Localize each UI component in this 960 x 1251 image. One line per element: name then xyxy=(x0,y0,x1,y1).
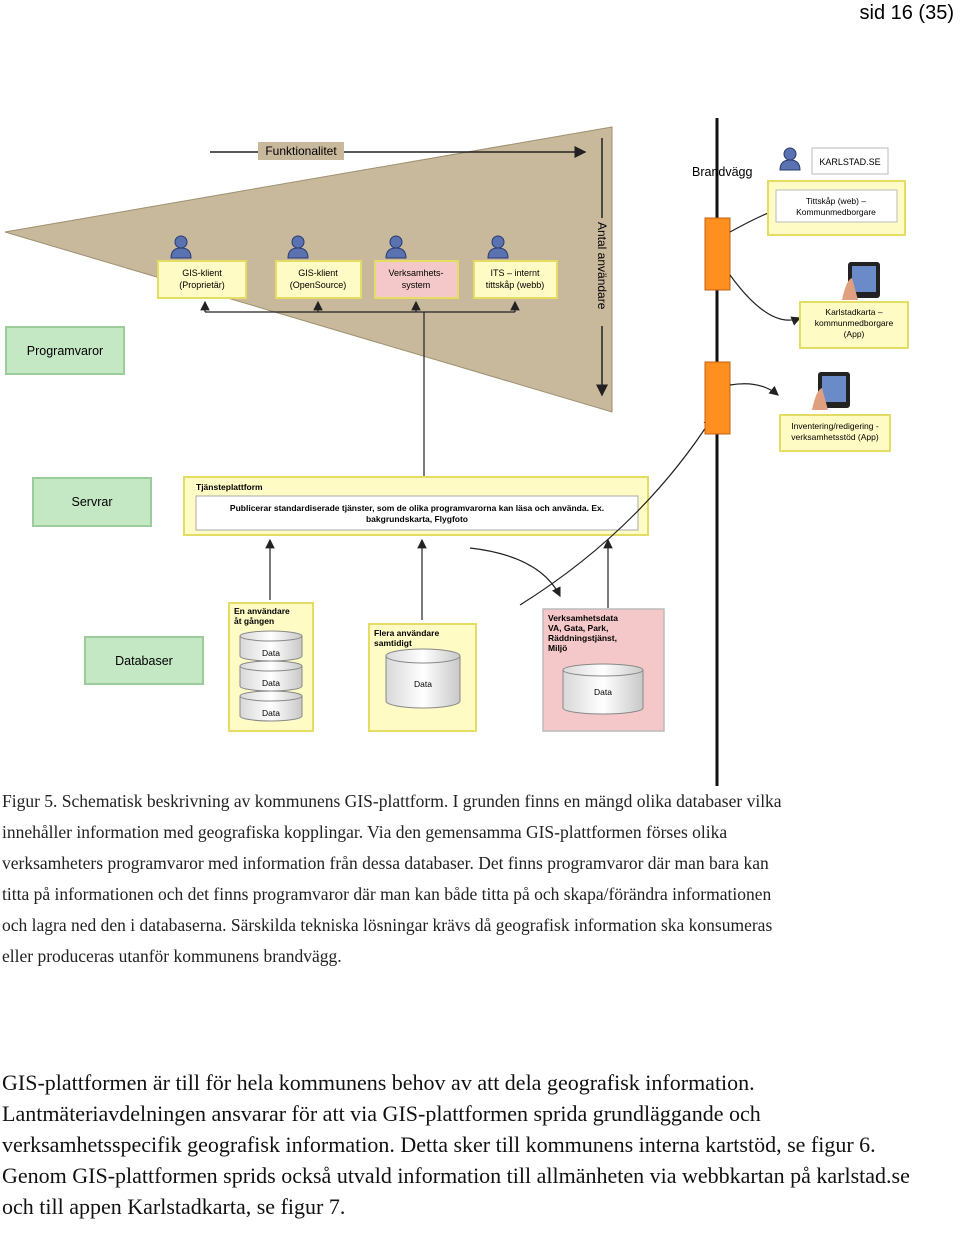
client-connector-lines xyxy=(200,300,520,476)
svg-text:En användare: En användare xyxy=(234,606,290,616)
svg-text:Kommunmedborgare: Kommunmedborgare xyxy=(796,207,876,217)
svg-text:(Proprietär): (Proprietär) xyxy=(179,280,225,290)
svg-text:Publicerar standardiserade tjä: Publicerar standardiserade tjänster, som… xyxy=(230,503,604,513)
svg-text:ITS – internt: ITS – internt xyxy=(490,268,540,278)
svg-text:GIS-klient: GIS-klient xyxy=(298,268,338,278)
svg-text:Verksamhetsdata: Verksamhetsdata xyxy=(548,613,618,623)
svg-text:GIS-klient: GIS-klient xyxy=(182,268,222,278)
svg-text:Databaser: Databaser xyxy=(115,654,173,668)
funktionalitet-label: Funktionalitet xyxy=(265,144,337,158)
svg-text:Karlstadkarta –: Karlstadkarta – xyxy=(825,307,882,317)
svg-text:Data: Data xyxy=(262,708,280,718)
db-multi-user: Flera användare samtidigt Data xyxy=(368,623,477,732)
tittskap-web-box: Tittskåp (web) – Kommunmedborgare xyxy=(767,180,906,236)
svg-text:(OpenSource): (OpenSource) xyxy=(290,280,347,290)
databaser-box: Databaser xyxy=(84,636,204,685)
platform-to-business-curve xyxy=(469,547,561,598)
svg-text:Data: Data xyxy=(594,687,612,697)
svg-text:samtidigt: samtidigt xyxy=(374,638,412,648)
programvaror-box: Programvaror xyxy=(5,326,125,375)
svg-text:Data: Data xyxy=(262,678,280,688)
client-gis-opensource: GIS-klient (OpenSource) xyxy=(275,260,362,299)
svg-text:tittskåp (webb): tittskåp (webb) xyxy=(486,280,545,290)
karlstadkarta-box: Karlstadkarta – kommunmedborgare (App) xyxy=(799,301,909,349)
phone-icon xyxy=(812,372,850,410)
external-user-icon xyxy=(779,147,801,171)
svg-text:verksamhetsstöd (App): verksamhetsstöd (App) xyxy=(791,432,879,442)
svg-text:system: system xyxy=(402,280,431,290)
svg-text:Data: Data xyxy=(414,679,432,689)
firewall-gateway-lower xyxy=(704,361,731,435)
brandvagg-label: Brandvägg xyxy=(692,165,753,179)
figure-caption: Figur 5. Schematisk beskrivning av kommu… xyxy=(2,791,782,966)
external-connector-lines xyxy=(729,204,802,396)
page-number: sid 16 (35) xyxy=(859,2,955,24)
db-business-data: Verksamhetsdata VA, Gata, Park, Räddning… xyxy=(542,608,665,732)
svg-text:Verksamhets-: Verksamhets- xyxy=(388,268,443,278)
svg-text:KARLSTAD.SE: KARLSTAD.SE xyxy=(819,157,880,167)
gis-platform-diagram: Funktionalitet Antal användare GIS-klien… xyxy=(4,118,909,786)
svg-text:åt gången: åt gången xyxy=(234,616,274,626)
business-to-firewall-curve xyxy=(519,416,713,606)
db-connector-lines xyxy=(265,538,613,620)
client-verksamhetssystem: Verksamhets- system xyxy=(374,260,459,299)
svg-text:VA, Gata, Park,: VA, Gata, Park, xyxy=(548,623,608,633)
svg-text:Programvaror: Programvaror xyxy=(27,344,103,358)
svg-text:(App): (App) xyxy=(844,329,865,339)
svg-text:Servrar: Servrar xyxy=(72,495,113,509)
client-gis-proprietar: GIS-klient (Proprietär) xyxy=(157,260,247,299)
svg-text:kommunmedborgare: kommunmedborgare xyxy=(815,318,894,328)
svg-text:Data: Data xyxy=(262,648,280,658)
client-its: ITS – internt tittskåp (webb) xyxy=(473,260,558,299)
svg-text:bakgrundskarta, Flygfoto: bakgrundskarta, Flygfoto xyxy=(366,514,468,524)
body-paragraph: GIS-plattformen är till för hela kommune… xyxy=(2,1070,910,1219)
db-single-user: En användare åt gången Data Data Data xyxy=(228,602,314,732)
svg-text:Tittskåp (web) –: Tittskåp (web) – xyxy=(806,196,866,206)
svg-text:Räddningstjänst,: Räddningstjänst, xyxy=(548,633,617,643)
inventering-box: Inventering/redigering - verksamhetsstöd… xyxy=(779,414,891,452)
firewall-gateway-upper xyxy=(704,217,731,291)
servrar-box: Servrar xyxy=(32,477,152,527)
karlstad-se-box: KARLSTAD.SE xyxy=(811,147,889,175)
svg-text:Inventering/redigering -: Inventering/redigering - xyxy=(791,421,879,431)
svg-text:Miljö: Miljö xyxy=(548,643,567,653)
phone-icon xyxy=(842,262,880,300)
svg-text:Tjänsteplattform: Tjänsteplattform xyxy=(196,482,263,492)
tjansteplattform-box: Tjänsteplattform Publicerar standardiser… xyxy=(183,476,649,536)
svg-text:Flera användare: Flera användare xyxy=(374,628,439,638)
antal-anvandare-label: Antal användare xyxy=(595,222,609,310)
